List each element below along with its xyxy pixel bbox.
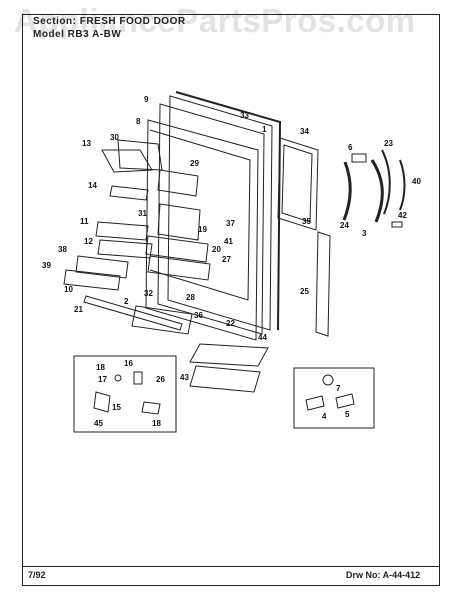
door-gasket (175, 91, 282, 331)
callout-42: 42 (398, 211, 407, 220)
handle-40 (399, 159, 406, 211)
shelf-12 (97, 239, 153, 259)
callout-45: 45 (94, 419, 103, 428)
callout-18a: 18 (96, 363, 105, 372)
part-15 (93, 391, 111, 413)
hinge-6 (351, 153, 367, 163)
tray-2 (131, 305, 193, 335)
parts-box-left (73, 355, 177, 433)
handle-24 (342, 161, 352, 221)
part-16 (133, 371, 143, 385)
callout-43: 43 (180, 373, 189, 382)
bin-27 (147, 255, 211, 281)
bin-39 (63, 269, 121, 291)
callout-33: 33 (240, 111, 249, 120)
callout-36: 36 (194, 311, 203, 320)
callout-17: 17 (98, 375, 107, 384)
callout-21: 21 (74, 305, 83, 314)
bin-38 (75, 255, 129, 279)
shelf-11 (95, 221, 149, 241)
callout-44: 44 (258, 333, 267, 342)
part-7 (322, 374, 334, 386)
model-value: RB3 A-BW (67, 29, 122, 40)
callout-20: 20 (212, 245, 221, 254)
callout-16: 16 (124, 359, 133, 368)
rail-21 (83, 295, 183, 331)
callout-22: 22 (226, 319, 235, 328)
callout-35: 35 (302, 217, 311, 226)
handle-23 (381, 149, 391, 215)
callout-31: 31 (138, 209, 147, 218)
callout-28: 28 (186, 293, 195, 302)
callout-30: 30 (110, 133, 119, 142)
callout-41: 41 (224, 237, 233, 246)
callout-11: 11 (80, 217, 89, 226)
callout-38: 38 (58, 245, 67, 254)
callout-25: 25 (300, 287, 309, 296)
trim-strip-25 (315, 231, 331, 337)
callout-12: 12 (84, 237, 93, 246)
model-label: Model (33, 29, 65, 40)
callout-32: 32 (144, 289, 153, 298)
tray-43 (189, 365, 261, 393)
part-17 (114, 374, 122, 382)
callout-10: 10 (64, 285, 73, 294)
callout-1: 1 (262, 125, 267, 134)
handle-3 (370, 159, 384, 223)
part-4 (305, 395, 325, 411)
callout-14: 14 (88, 181, 97, 190)
drawing-frame (22, 14, 440, 586)
callout-7: 7 (336, 384, 341, 393)
bin-29 (157, 169, 199, 197)
callout-23: 23 (384, 139, 393, 148)
callout-39: 39 (42, 261, 51, 270)
callout-29: 29 (190, 159, 199, 168)
dairy-bin-30 (117, 139, 163, 171)
model-header: Model RB3 A-BW (33, 29, 121, 40)
callout-24: 24 (340, 221, 349, 230)
callout-19: 19 (198, 225, 207, 234)
part-19 (141, 401, 161, 415)
section-value: FRESH FOOD DOOR (79, 16, 186, 27)
callout-9: 9 (144, 95, 149, 104)
section-label: Section: (33, 16, 77, 27)
part-5 (335, 393, 355, 409)
callout-6: 6 (348, 143, 353, 152)
door-outer-panel (167, 95, 273, 331)
callout-3: 3 (362, 229, 367, 238)
footer-date: 7/92 (28, 570, 46, 580)
callout-4: 4 (322, 412, 327, 421)
dispenser-31 (157, 203, 201, 241)
drawing-number: Drw No: A-44-412 (346, 570, 421, 580)
callout-26: 26 (156, 375, 165, 384)
callout-18b: 18 (152, 419, 161, 428)
callout-37: 37 (226, 219, 235, 228)
callout-40: 40 (412, 177, 421, 186)
door-trim-34 (277, 137, 319, 231)
handle-cap-42 (391, 221, 403, 228)
parts-box-right (293, 367, 375, 429)
section-header: Section: FRESH FOOD DOOR (33, 16, 186, 27)
bin-20 (145, 235, 209, 263)
tray-44 (189, 343, 269, 367)
callout-8: 8 (136, 117, 141, 126)
callout-34: 34 (300, 127, 309, 136)
callout-2: 2 (124, 297, 129, 306)
footer-divider (22, 566, 440, 567)
bin-14 (109, 185, 149, 201)
callout-5: 5 (345, 410, 350, 419)
callout-15: 15 (112, 403, 121, 412)
callout-13: 13 (82, 139, 91, 148)
callout-27: 27 (222, 255, 231, 264)
